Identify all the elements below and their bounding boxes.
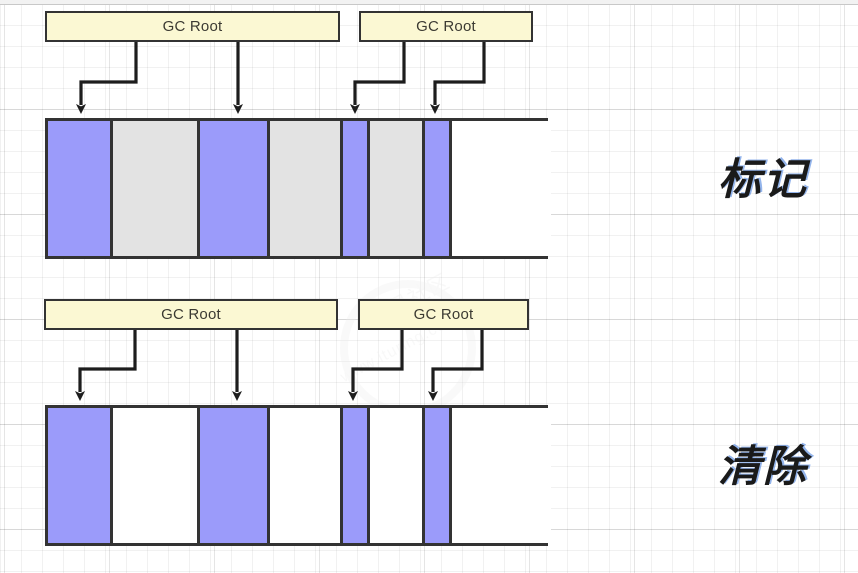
- gcroot-label: GC Root: [161, 306, 221, 323]
- memory-cell-freed: [113, 408, 200, 543]
- watermark: 图灵社区 www.ituring.com.cn: [330, 250, 620, 430]
- gcroot-box-sweep-1: GC Root: [44, 299, 338, 330]
- gcroot-label: GC Root: [413, 306, 474, 323]
- memory-cell-reachable: [200, 408, 270, 543]
- memory-cell-reachable: [200, 121, 270, 256]
- arrow-sweep-1: [75, 330, 137, 401]
- phase-label-sweep: 清除: [718, 442, 808, 492]
- gcroot-label: GC Root: [162, 18, 223, 35]
- gcroot-box-mark-2: GC Root: [359, 11, 533, 42]
- memory-cell-free: [452, 121, 551, 256]
- memory-cell-garbage: [270, 121, 343, 256]
- arrow-mark-3: [350, 42, 406, 114]
- memory-cell-free: [452, 408, 551, 543]
- memory-cell-reachable: [48, 408, 113, 543]
- memory-bar-sweep: [45, 405, 551, 546]
- gcroot-box-mark-1: GC Root: [45, 11, 340, 42]
- memory-cell-reachable: [343, 408, 370, 543]
- arrow-sweep-4: [428, 330, 484, 401]
- memory-cell-reachable: [425, 408, 452, 543]
- memory-cell-reachable: [425, 121, 452, 256]
- memory-cell-reachable: [343, 121, 370, 256]
- gcroot-label: GC Root: [416, 18, 476, 35]
- memory-cell-garbage: [113, 121, 200, 256]
- memory-cell-reachable: [48, 121, 113, 256]
- gcroot-box-sweep-2: GC Root: [358, 299, 529, 330]
- arrow-mark-1: [76, 42, 138, 114]
- arrow-sweep-3: [348, 330, 404, 401]
- phase-label-mark: 标记: [718, 155, 808, 205]
- memory-cell-garbage: [370, 121, 425, 256]
- top-edge-strip: [0, 0, 858, 5]
- memory-cell-freed: [370, 408, 425, 543]
- memory-cell-freed: [270, 408, 343, 543]
- memory-bar-mark: [45, 118, 551, 259]
- arrow-mark-4: [430, 42, 486, 114]
